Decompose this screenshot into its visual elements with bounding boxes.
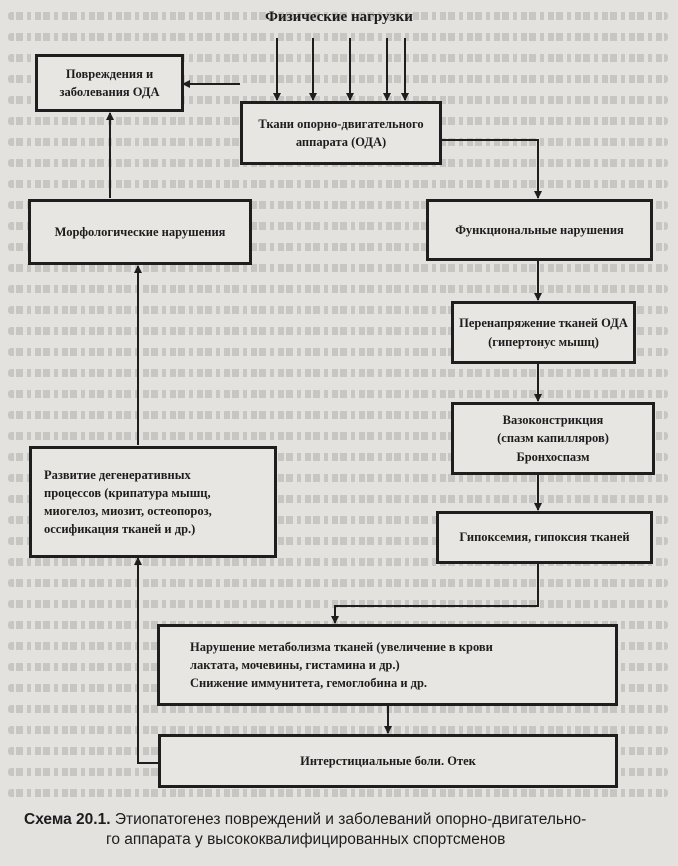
figure-caption: Схема 20.1. Этиопатогенез повреждений и … bbox=[24, 810, 664, 851]
node-pain: Интерстициальные боли. Отек bbox=[158, 734, 618, 788]
bleed-line bbox=[8, 306, 668, 314]
bleed-line bbox=[8, 180, 668, 188]
bleed-line bbox=[8, 516, 668, 524]
bleed-line bbox=[8, 411, 668, 419]
node-degen-line2: процессов (крипатура мышц, bbox=[44, 485, 211, 500]
node-vaso-line3: Бронхоспазм bbox=[516, 449, 590, 464]
arrow-hypox-metab bbox=[331, 563, 539, 624]
caption-line2: го аппарата у высококвалифицированных сп… bbox=[106, 831, 506, 849]
node-tissues-line2: аппарата (ОДА) bbox=[295, 135, 387, 149]
bleed-line bbox=[8, 12, 668, 20]
bleed-line bbox=[8, 369, 668, 377]
node-func-line1: Функциональные нарушения bbox=[455, 222, 624, 237]
node-hypox: Гипоксемия, гипоксия тканей bbox=[436, 511, 653, 564]
bleed-line bbox=[8, 558, 668, 566]
bleed-line bbox=[8, 75, 668, 83]
bleed-line bbox=[8, 726, 668, 734]
node-morph-line1: Морфологические нарушения bbox=[54, 224, 226, 239]
bleed-line bbox=[8, 222, 668, 230]
bleed-line bbox=[8, 96, 668, 104]
node-degen-line3: миогелоз, миозит, остеопороз, bbox=[44, 504, 212, 518]
node-damage-line1: Повреждения и bbox=[65, 66, 154, 81]
node-vaso-line2: (спазм капилляров) bbox=[497, 431, 609, 446]
node-overstrain-line2: (гипертонус мышц) bbox=[488, 334, 599, 349]
node-overstrain: Перенапряжение тканей ОДА (гипертонус мы… bbox=[451, 301, 636, 364]
node-degen: Развитие дегенеративных процессов (крипа… bbox=[29, 446, 277, 558]
bleed-line bbox=[8, 495, 668, 503]
node-overstrain-line1: Перенапряжение тканей ОДА bbox=[459, 316, 628, 331]
bleed-line bbox=[8, 327, 668, 335]
bleed-line bbox=[8, 705, 668, 713]
node-hypox-line1: Гипоксемия, гипоксия тканей bbox=[459, 530, 630, 545]
bleed-line bbox=[8, 474, 668, 482]
bleed-line bbox=[8, 537, 668, 545]
caption-line1: Этиопатогенез повреждений и заболеваний … bbox=[114, 811, 587, 828]
bleed-line bbox=[8, 285, 668, 293]
node-pain-line1: Интерстициальные боли. Отек bbox=[300, 753, 476, 768]
node-metab: Нарушение метаболизма тканей (увеличение… bbox=[157, 624, 618, 706]
bleed-line bbox=[8, 579, 668, 587]
arrow-pain-degen bbox=[134, 557, 158, 764]
node-damage-line2: заболевания ОДА bbox=[59, 85, 160, 99]
node-vaso: Вазоконстрикция (спазм капилляров) Бронх… bbox=[451, 402, 655, 475]
bleed-line bbox=[8, 33, 668, 41]
node-morph: Морфологические нарушения bbox=[28, 199, 252, 265]
bleed-line bbox=[8, 789, 668, 797]
bleed-line bbox=[8, 390, 668, 398]
caption-label: Схема 20.1. bbox=[24, 811, 111, 828]
node-vaso-line1: Вазоконстрикция bbox=[502, 413, 604, 428]
bleed-line bbox=[8, 264, 668, 272]
node-metab-line1: Нарушение метаболизма тканей (увеличение… bbox=[190, 639, 493, 654]
node-degen-line1: Развитие дегенеративных bbox=[44, 467, 191, 482]
node-tissues-line1: Ткани опорно-двигательного bbox=[258, 116, 424, 131]
bleed-line bbox=[8, 243, 668, 251]
node-degen-line4: оссификация тканей и др.) bbox=[44, 522, 196, 537]
bleed-line bbox=[8, 201, 668, 209]
bleed-line bbox=[8, 54, 668, 62]
bleed-line bbox=[8, 432, 668, 440]
bleed-line bbox=[8, 600, 668, 608]
bleed-line bbox=[8, 348, 668, 356]
diagram-title: Физические нагрузки bbox=[265, 9, 413, 25]
arrow-tissues-func bbox=[441, 139, 542, 199]
node-tissues: Ткани опорно-двигательного аппарата (ОДА… bbox=[240, 101, 442, 165]
bleed-line bbox=[8, 453, 668, 461]
node-func: Функциональные нарушения bbox=[426, 199, 653, 261]
node-damage: Повреждения и заболевания ОДА bbox=[35, 54, 184, 112]
node-metab-line2: лактата, мочевины, гистамина и др.) bbox=[190, 657, 400, 672]
node-metab-line3: Снижение иммунитета, гемоглобина и др. bbox=[190, 676, 428, 691]
